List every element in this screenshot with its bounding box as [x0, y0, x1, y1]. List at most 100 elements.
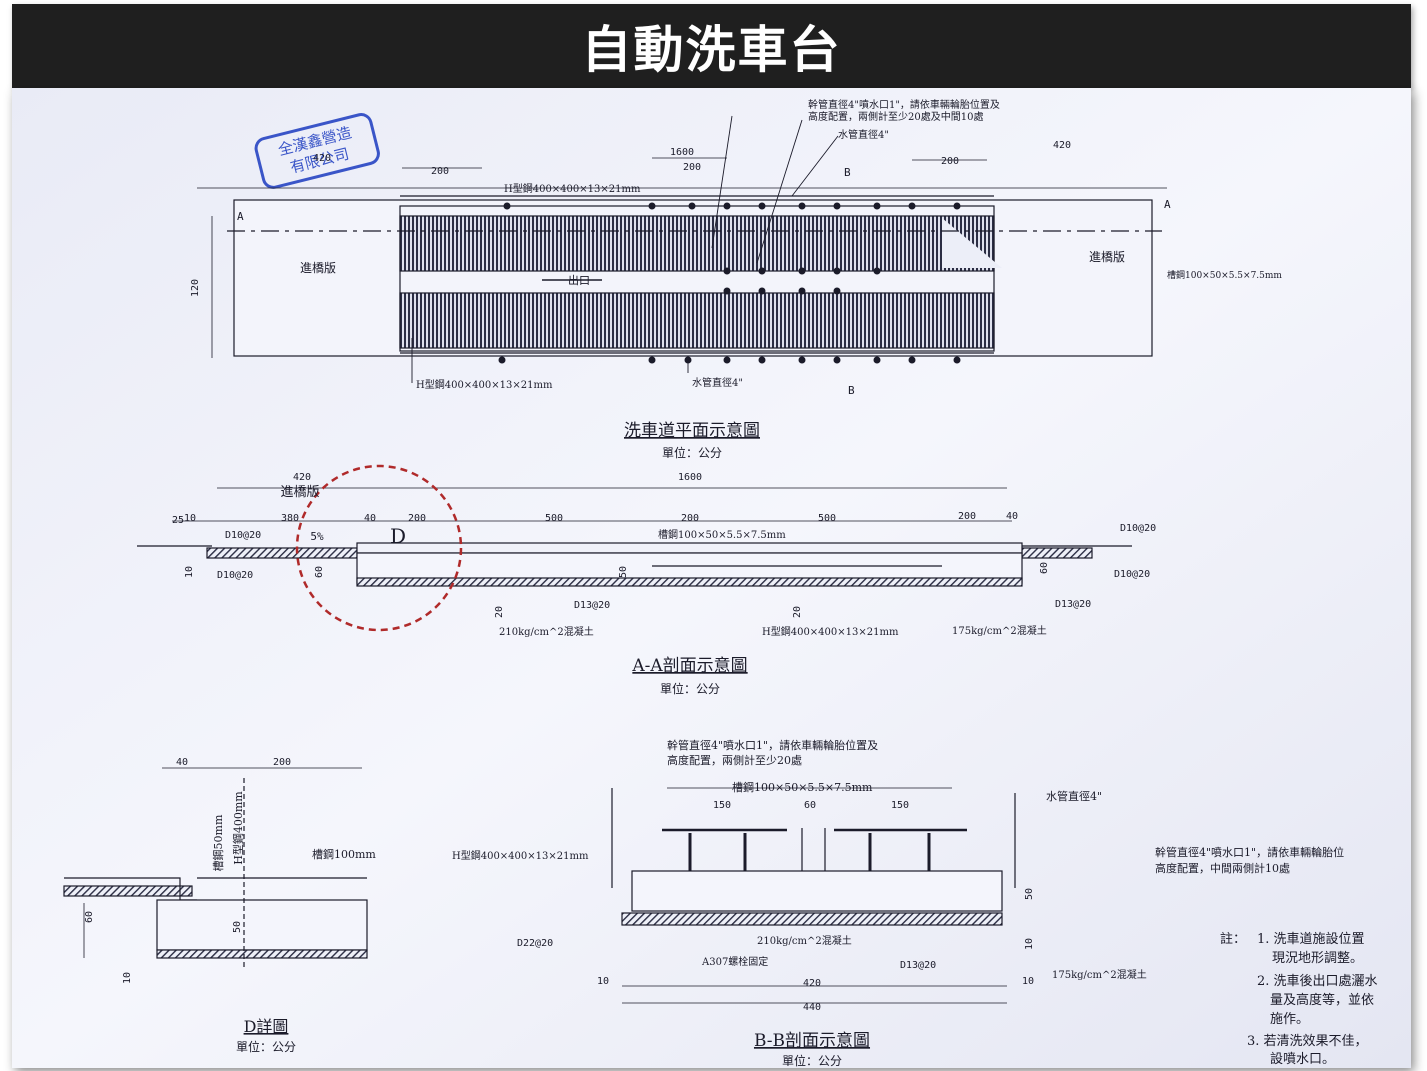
- aa-h-beam: H型鋼400×400×13×21mm: [762, 625, 899, 638]
- detail-h-beam-400: H型鋼400mm: [231, 791, 245, 865]
- notes-block: 註： 1. 洗車道施設位置 現況地形調整。 2. 洗車後出口處灑水 量及高度等，…: [1220, 931, 1378, 1067]
- bb-dim-50: 50: [1024, 888, 1035, 900]
- bb-pipe-label: 水管直徑4": [1046, 789, 1102, 803]
- bb-callout-right-1: 幹管直徑4"噴水口1"，請依車輛輪胎位: [1155, 845, 1344, 859]
- bb-rebar-d22: D22@20: [517, 938, 553, 949]
- aa-dim-25: 25: [172, 515, 184, 526]
- section-bb-labels: 幹管直徑4"噴水口1"，請依車輛輪胎位置及 高度配置，兩側計至少20處 槽鋼10…: [452, 738, 1344, 1068]
- aa-unit: 單位：公分: [660, 681, 720, 696]
- bb-dim-10-left: 10: [597, 976, 609, 987]
- plan-nozzles: [498, 202, 961, 364]
- bb-concrete-175: 175kg/cm^2混凝土: [1052, 968, 1147, 981]
- plan-dim-420-left: 420: [313, 153, 331, 164]
- aa-dim-200-b: 200: [681, 513, 699, 524]
- note-3b: 設噴水口。: [1270, 1051, 1335, 1067]
- plan-dim-120: 120: [190, 279, 201, 297]
- section-aa-drawing: [137, 487, 1132, 587]
- aa-dim-380: 380: [281, 513, 299, 524]
- detail-dim-50: 50: [232, 921, 243, 933]
- aa-slope: 5%: [310, 530, 324, 543]
- aa-dim-200-c: 200: [958, 511, 976, 522]
- bb-dim-60: 60: [804, 800, 816, 811]
- detail-d-labels: 40 200 槽鋼50mm H型鋼400mm 槽鋼100mm 60 50 10 …: [84, 757, 376, 1054]
- plan-h-beam-bottom: H型鋼400×400×13×21mm: [416, 378, 553, 391]
- plan-callout-pipe-top: 水管直徑4": [838, 128, 889, 141]
- plan-unit: 單位：公分: [662, 445, 722, 460]
- aa-channel-label: 槽鋼100×50×5.5×7.5mm: [658, 528, 786, 541]
- plan-exit-label: 出口: [568, 273, 590, 287]
- drawing-photo: 全漢鑫營造 有限公司: [12, 88, 1411, 1068]
- page-title: 自動洗車台: [12, 4, 1411, 88]
- bb-dim-420: 420: [803, 978, 821, 989]
- plan-section-a-left: A: [237, 210, 244, 223]
- aa-dim-500-b: 500: [818, 513, 836, 524]
- note-2b: 量及高度等，並依: [1270, 992, 1374, 1008]
- bb-title: B-B剖面示意圖: [754, 1031, 870, 1051]
- plan-dim-200-a: 200: [431, 166, 449, 177]
- detail-d-highlight-circle: [295, 464, 463, 632]
- bb-callout-top-1: 幹管直徑4"噴水口1"，請依車輛輪胎位置及: [667, 738, 878, 752]
- aa-rebar-d10-b: D10@20: [217, 570, 253, 581]
- bb-concrete-210: 210kg/cm^2混凝土: [757, 934, 852, 947]
- bb-h-beam-label: H型鋼400×400×13×21mm: [452, 849, 589, 862]
- aa-dim-20-b: 20: [792, 606, 803, 618]
- aa-dim-10-b: 10: [184, 566, 195, 578]
- bb-rebar-d13: D13@20: [900, 960, 936, 971]
- section-aa-labels: 420 1600 進橋版 25 10 380 40 200 500 200 50…: [172, 472, 1156, 696]
- bb-dim-10-v: 10: [1024, 938, 1035, 950]
- bb-callout-top-2: 高度配置，兩側計至少20處: [667, 753, 802, 767]
- aa-rebar-d10-d: D10@20: [1114, 569, 1150, 580]
- detail-channel-100: 槽鋼100mm: [312, 847, 376, 861]
- plan-title: 洗車道平面示意圖: [624, 421, 760, 441]
- aa-dim-60-right: 60: [1039, 562, 1050, 574]
- detail-dim-200: 200: [273, 757, 291, 768]
- plan-channel-label: 槽鋼100×50×5.5×7.5mm: [1167, 269, 1282, 281]
- note-2c: 施作。: [1270, 1012, 1309, 1027]
- aa-dim-60-left: 60: [314, 566, 325, 578]
- plan-callout-nozzle: 幹管直徑4"噴水口1"，請依車輛輪胎位置及: [808, 98, 1000, 111]
- aa-concrete-175: 175kg/cm^2混凝土: [952, 624, 1047, 637]
- aa-rebar-d13-b: D13@20: [1055, 599, 1091, 610]
- aa-dim-200-a: 200: [408, 513, 426, 524]
- plan-view: [197, 115, 1167, 383]
- aa-title: A-A剖面示意圖: [631, 656, 747, 676]
- bb-unit: 單位：公分: [782, 1053, 842, 1068]
- detail-channel-50: 槽鋼50mm: [211, 814, 225, 871]
- note-1a: 1. 洗車道施設位置: [1257, 931, 1365, 947]
- detail-title: D詳圖: [244, 1017, 289, 1036]
- aa-bridge-label: 進橋版: [280, 485, 319, 500]
- plan-bridge-left: 進橋版: [300, 261, 336, 275]
- note-1b: 現況地形調整。: [1272, 951, 1363, 966]
- plan-pipe-bottom: 水管直徑4": [692, 376, 743, 389]
- detail-unit: 單位：公分: [236, 1039, 296, 1054]
- aa-dim-40-b: 40: [1006, 511, 1018, 522]
- plan-dim-200-c: 200: [941, 156, 959, 167]
- plan-section-b-top: B: [844, 166, 851, 179]
- detail-dim-40: 40: [176, 757, 188, 768]
- notes-label: 註：: [1220, 932, 1246, 947]
- plan-dim-200-b: 200: [683, 162, 701, 173]
- plan-bridge-right: 進橋版: [1089, 250, 1125, 264]
- aa-dim-10-left: 10: [184, 513, 196, 524]
- aa-rebar-d10-a: D10@20: [225, 530, 261, 541]
- bb-dim-10-right: 10: [1022, 976, 1034, 987]
- plan-section-b-bottom: B: [848, 384, 855, 397]
- aa-dim-20-a: 20: [494, 606, 505, 618]
- note-2a: 2. 洗車後出口處灑水: [1257, 974, 1378, 989]
- plan-callout-nozzle-2: 高度配置，兩側計至少20處及中間10處: [808, 110, 983, 123]
- aa-dim-1600: 1600: [678, 472, 702, 483]
- aa-dim-500-a: 500: [545, 513, 563, 524]
- plan-section-a-right: A: [1164, 198, 1171, 211]
- bb-dim-150-b: 150: [891, 800, 909, 811]
- plan-dim-420-right: 420: [1053, 140, 1071, 151]
- aa-rebar-d13-a: D13@20: [574, 600, 610, 611]
- plan-dim-1600: 1600: [670, 147, 694, 158]
- note-3a: 3. 若清洗效果不佳，: [1247, 1033, 1368, 1049]
- aa-dim-40-a: 40: [364, 513, 376, 524]
- bb-bolt-label: A307螺栓固定: [701, 955, 768, 968]
- plan-h-beam-top: H型鋼400×400×13×21mm: [504, 182, 641, 195]
- aa-detail-mark: D: [390, 524, 406, 548]
- aa-rebar-d10-c: D10@20: [1120, 523, 1156, 534]
- aa-dim-420: 420: [293, 472, 311, 483]
- bb-channel-label: 槽鋼100×50×5.5×7.5mm: [732, 780, 873, 794]
